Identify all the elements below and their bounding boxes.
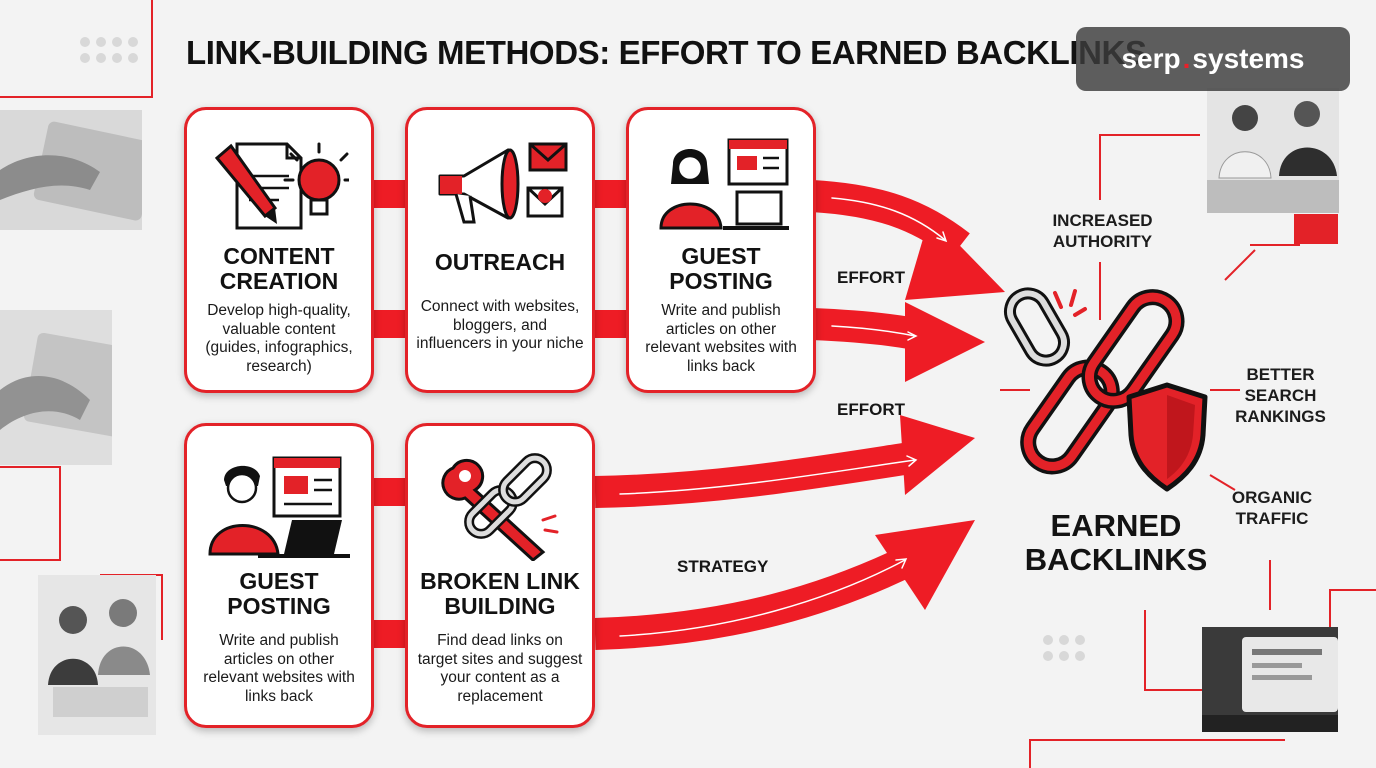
card-title: GUEST POSTING — [629, 244, 813, 294]
card-description: Develop high-quality, valuable content (… — [205, 302, 353, 375]
outreach-illustration — [408, 136, 592, 236]
person-icon — [208, 465, 280, 556]
card-description: Write and publish articles on other rele… — [645, 302, 797, 375]
brand-left: serp — [1121, 43, 1181, 74]
flow-label-effort-top: EFFORT — [837, 268, 905, 287]
card-title-line1: BROKEN LINK — [420, 568, 580, 594]
browser-window-icon — [272, 456, 342, 518]
megaphone-icon — [438, 148, 520, 224]
arrow-effort-3 — [594, 439, 933, 508]
guest-posting-illustration — [187, 450, 371, 560]
flow-label-strategy: STRATEGY — [677, 557, 769, 576]
method-card-guest-posting-bottom: GUEST POSTING Write and publish articles… — [184, 423, 374, 728]
laptop-icon — [723, 190, 789, 230]
content-creation-illustration — [187, 136, 371, 236]
card-title: OUTREACH — [408, 250, 592, 275]
earned-backlinks-graphic — [1003, 287, 1208, 492]
page-title: LINK-BUILDING METHODS: EFFORT TO EARNED … — [186, 34, 1147, 71]
card-title-line2: CREATION — [219, 268, 339, 294]
lightbulb-icon — [283, 142, 349, 216]
guest-posting-illustration — [629, 136, 813, 236]
card-title-line2: POSTING — [227, 593, 331, 619]
flow-label-effort-mid: EFFORT — [837, 400, 905, 419]
card-title-line2: POSTING — [669, 268, 773, 294]
card-description: Connect with websites, bloggers, and inf… — [416, 298, 584, 352]
card-title-line1: GUEST — [681, 243, 761, 269]
chain-link-icon — [464, 453, 552, 539]
browser-window-icon — [727, 138, 789, 186]
card-title-line1: OUTREACH — [434, 249, 566, 275]
method-card-outreach: OUTREACH Connect with websites, bloggers… — [405, 107, 595, 393]
pen-icon — [214, 143, 278, 224]
brand-logo: serp.systems — [1076, 27, 1350, 91]
document-icon — [235, 142, 303, 230]
card-description: Find dead links on target sites and sugg… — [417, 632, 583, 705]
benefit-organic-traffic: ORGANIC TRAFFIC — [1231, 488, 1313, 528]
brand-right: systems — [1192, 43, 1305, 74]
method-card-broken-link-building: BROKEN LINK BUILDING Find dead links on … — [405, 423, 595, 728]
keyboard-photo-mid — [0, 310, 112, 465]
card-title: BROKEN LINK BUILDING — [408, 569, 592, 619]
card-title: GUEST POSTING — [187, 569, 371, 619]
card-title-line1: GUEST — [239, 568, 319, 594]
person-icon — [659, 149, 723, 230]
method-card-guest-posting-top: GUEST POSTING Write and publish articles… — [626, 107, 816, 393]
earned-backlinks-label: EARNED BACKLINKS — [1024, 508, 1208, 577]
method-card-content-creation: CONTENT CREATION Develop high-quality, v… — [184, 107, 374, 393]
card-title-line2: BUILDING — [444, 593, 556, 619]
broken-link-illustration — [408, 446, 592, 561]
benefit-increased-authority: INCREASED AUTHORITY — [1052, 211, 1153, 251]
wrench-icon — [441, 458, 546, 561]
laptop-photo-right — [1202, 627, 1338, 732]
card-title: CONTENT CREATION — [187, 244, 371, 294]
brand-dot: . — [1182, 43, 1191, 74]
keyboard-photo-top — [0, 110, 142, 230]
card-description: Write and publish articles on other rele… — [203, 632, 355, 705]
laptop-icon — [258, 520, 350, 558]
benefit-better-search-rankings: BETTER SEARCH RANKINGS — [1235, 365, 1326, 426]
shield-icon — [1126, 382, 1208, 492]
arrow-strategy — [594, 540, 928, 650]
office-photo-right — [1207, 88, 1339, 213]
card-title-line1: CONTENT — [223, 243, 335, 269]
team-photo-left — [38, 575, 156, 735]
chain-link-icon — [1003, 287, 1185, 475]
envelope-icon — [526, 142, 568, 218]
